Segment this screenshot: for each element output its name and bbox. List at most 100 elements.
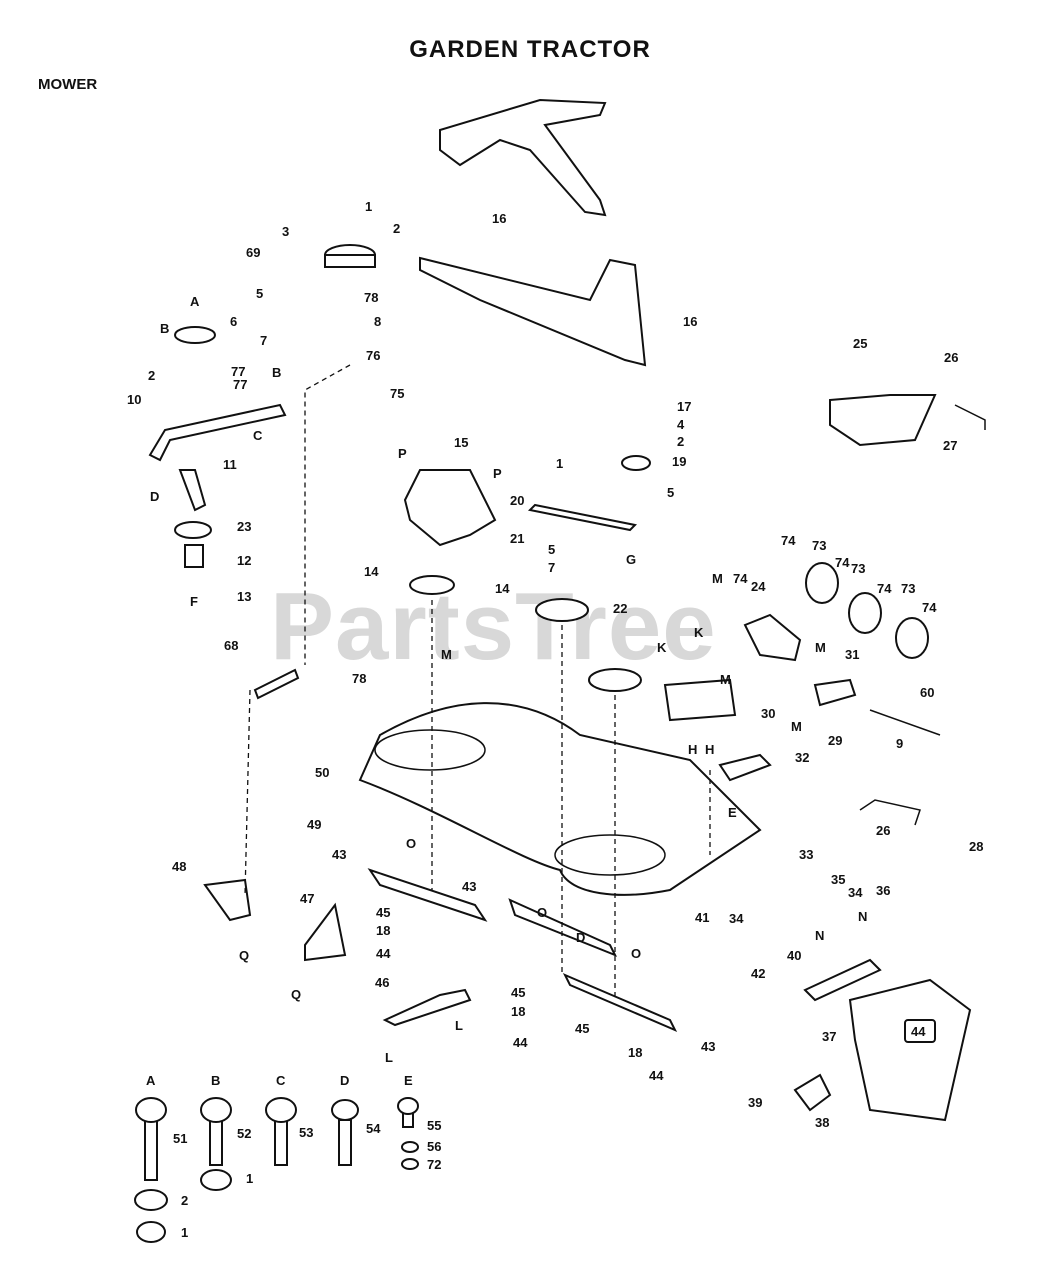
callout: 73 [901,581,915,596]
bracket-29 [813,678,857,707]
callout: F [190,594,198,609]
callout: 38 [815,1115,829,1130]
callout: 33 [799,847,813,862]
cap-39 [793,1073,832,1112]
callout: 32 [795,750,809,765]
callout: M [441,647,452,662]
legend-part: 2 [181,1193,188,1208]
callout: 77 [233,377,247,392]
callout: 24 [751,579,766,594]
section-label: MOWER [38,76,98,93]
callout: 43 [701,1039,715,1054]
callout: 29 [828,733,842,748]
callout: 5 [667,485,674,500]
legend-part: 72 [427,1157,441,1172]
deck-spindle-right [554,834,666,876]
callout: 39 [748,1095,762,1110]
bolt-c-shank [274,1119,288,1166]
callout: 1 [365,199,372,214]
callout: N [858,909,867,924]
bolt-d-shank [338,1119,352,1166]
bolt-d-head [331,1099,359,1121]
nut-icon [136,1221,166,1243]
callout: 30 [761,706,775,721]
callout: 34 [848,885,863,900]
callout: 18 [628,1045,642,1060]
callout: O [631,946,641,961]
callout: 45 [511,985,525,1000]
callout: 69 [246,245,260,260]
callout: 37 [822,1029,836,1044]
bushing-12 [184,544,204,568]
bolt-legend-labels: A 51 B 52 C 53 D 54 E 55 56 72 1 2 1 [146,1073,441,1240]
callout: M [815,640,826,655]
legend-letter: B [211,1073,220,1088]
callout: 2 [677,434,684,449]
callout: 73 [851,561,865,576]
callout: 15 [454,435,468,450]
rod-28 [859,799,921,826]
callout: 5 [548,542,555,557]
callout: G [626,552,636,567]
callout: 50 [315,765,329,780]
callout: O [406,836,416,851]
callout: 5 [256,286,263,301]
pulley-23 [174,521,212,539]
bolt-b-head [200,1097,232,1123]
bracket-46 [382,988,472,1027]
legend-letter: E [404,1073,413,1088]
callout: M [720,672,731,687]
callout: 74 [877,581,892,596]
belt-guard-15 [403,469,497,547]
callout: 74 [922,600,937,615]
pulley-19 [621,455,651,471]
blade-43b [508,898,618,957]
callout: B [160,321,169,336]
callout: B [272,365,281,380]
callout: 20 [510,493,524,508]
callout: 21 [510,531,524,546]
nut-72-icon [401,1158,419,1170]
callout: 14 [364,564,379,579]
callout: D [576,930,585,945]
callout: 76 [366,348,380,363]
callout: 78 [364,290,378,305]
callout: 45 [575,1021,589,1036]
callout: 4 [677,417,685,432]
callout: M [712,571,723,586]
callout: P [398,446,407,461]
callout: 16 [492,211,506,226]
legend-letter: D [340,1073,349,1088]
callout: E [728,805,737,820]
callout: 73 [812,538,826,553]
bolt-e-head [397,1097,419,1115]
callout: O [537,905,547,920]
mower-deck [358,702,762,896]
bolt-a-shank [144,1119,158,1181]
callout: 44 [649,1068,664,1083]
callout: 78 [352,671,366,686]
callout: 74 [835,555,850,570]
bracket-24 [743,613,802,662]
spindle-14a [409,575,455,595]
callout: 23 [237,519,251,534]
callout: 40 [787,948,801,963]
callout: H [688,742,697,757]
callout: 25 [853,336,867,351]
callouts: 1 2 3 69 5 78 8 76 75 A 6 B 7 77 77 B 2 … [127,199,983,1130]
callout: 74 [733,571,748,586]
callout: 46 [375,975,389,990]
legend-letter: C [276,1073,286,1088]
roller-73c [895,617,929,659]
callout: 31 [845,647,859,662]
assembly-line [244,689,251,896]
callout: 6 [230,314,237,329]
callout: 48 [172,859,186,874]
callout: 17 [677,399,691,414]
callout: 34 [729,911,744,926]
watermark: PartsTree [270,573,717,680]
callout: N [815,928,824,943]
callout: 11 [223,457,237,472]
callout: K [657,640,667,655]
